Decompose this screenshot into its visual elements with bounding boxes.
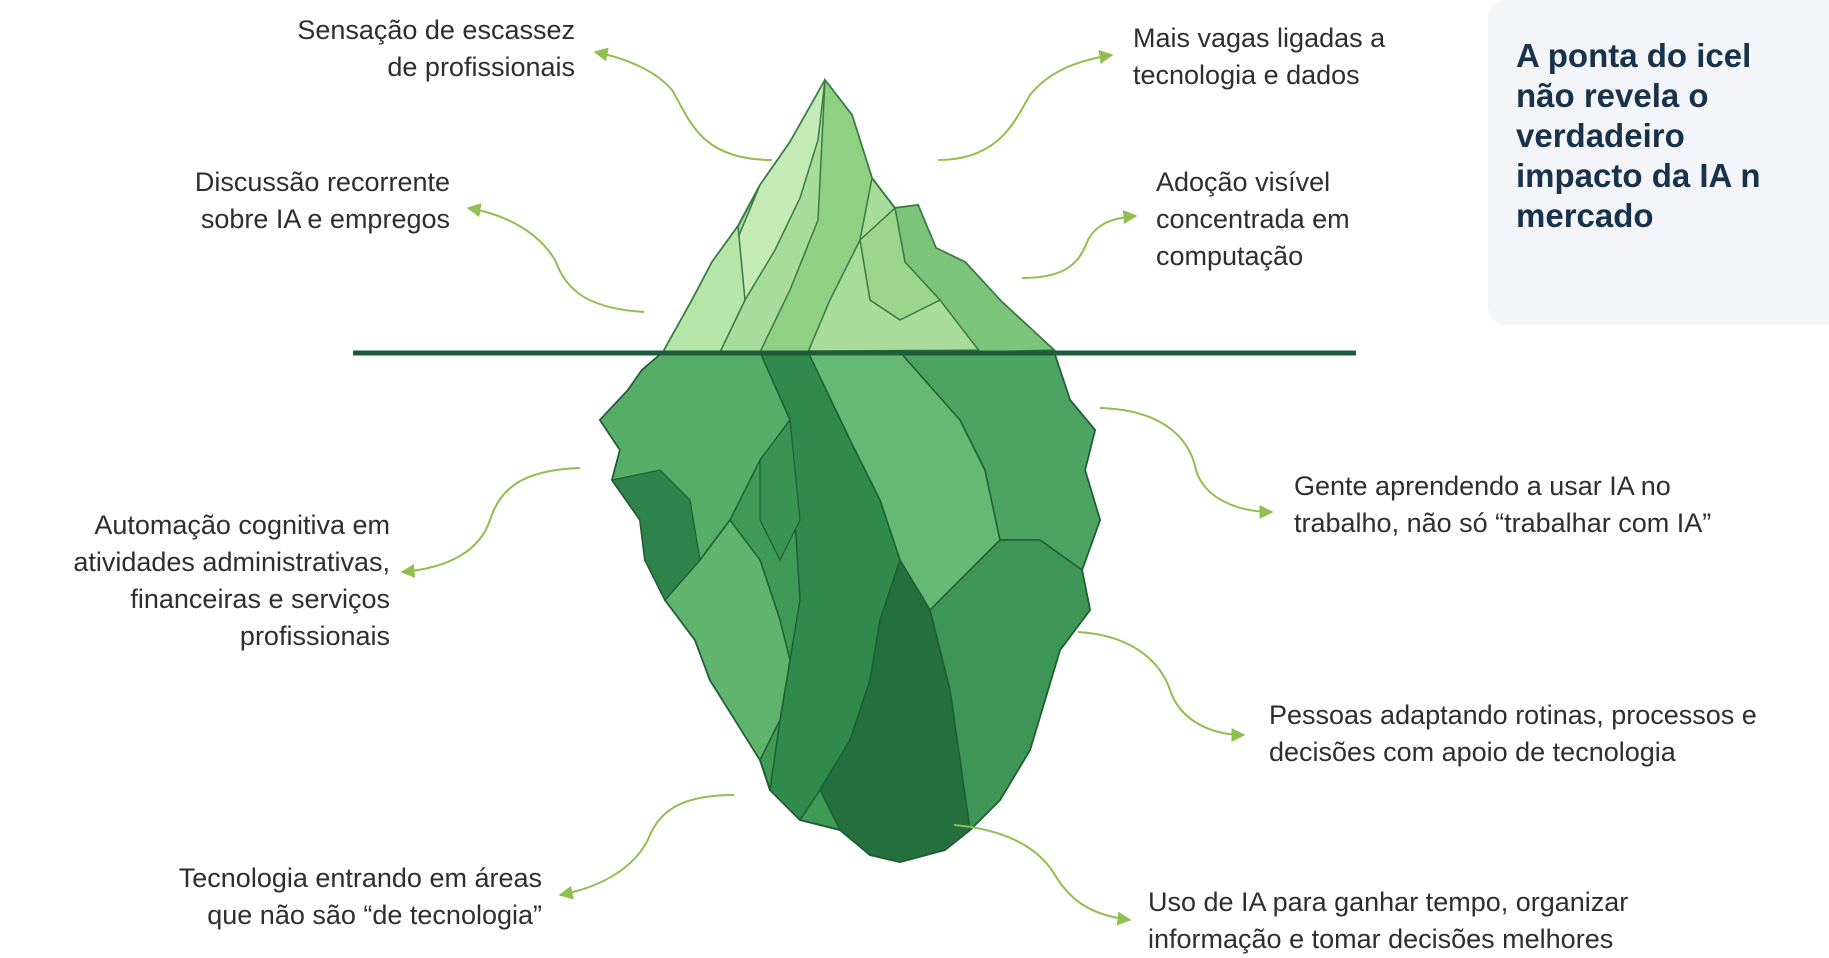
label-pessoas: Pessoas adaptando rotinas, processos e d… bbox=[1269, 700, 1757, 767]
iceberg-tip bbox=[661, 77, 1057, 354]
arrow-pessoas bbox=[1077, 631, 1246, 742]
arrow-automacao bbox=[400, 467, 581, 578]
arrow-vagas bbox=[937, 50, 1114, 161]
label-uso: Uso de IA para ganhar tempo, organizar i… bbox=[1148, 887, 1629, 954]
arrow-escassez bbox=[593, 47, 773, 161]
iceberg-underwater bbox=[598, 351, 1102, 864]
arrow-uso bbox=[953, 824, 1132, 926]
label-vagas: Mais vagas ligadas a tecnologia e dados bbox=[1133, 23, 1386, 90]
callout-box bbox=[1488, 0, 1829, 325]
arrow-tecnologia bbox=[558, 794, 735, 900]
arrow-gente bbox=[1099, 407, 1274, 519]
arrow-discussao bbox=[466, 203, 645, 313]
label-adocao: Adoção visível concentrada em computação bbox=[1156, 167, 1350, 271]
arrow-adocao bbox=[1021, 209, 1138, 279]
label-gente: Gente aprendendo a usar IA no trabalho, … bbox=[1294, 471, 1712, 538]
label-escassez: Sensação de escassez de profissionais bbox=[297, 15, 575, 82]
label-tecnologia: Tecnologia entrando em áreas que não são… bbox=[178, 863, 542, 930]
label-discussao: Discussão recorrente sobre IA e empregos bbox=[194, 167, 450, 234]
label-automacao: Automação cognitiva em atividades admini… bbox=[73, 510, 390, 651]
callout-title: A ponta do icel não revela o verdadeiro … bbox=[1516, 37, 1761, 234]
